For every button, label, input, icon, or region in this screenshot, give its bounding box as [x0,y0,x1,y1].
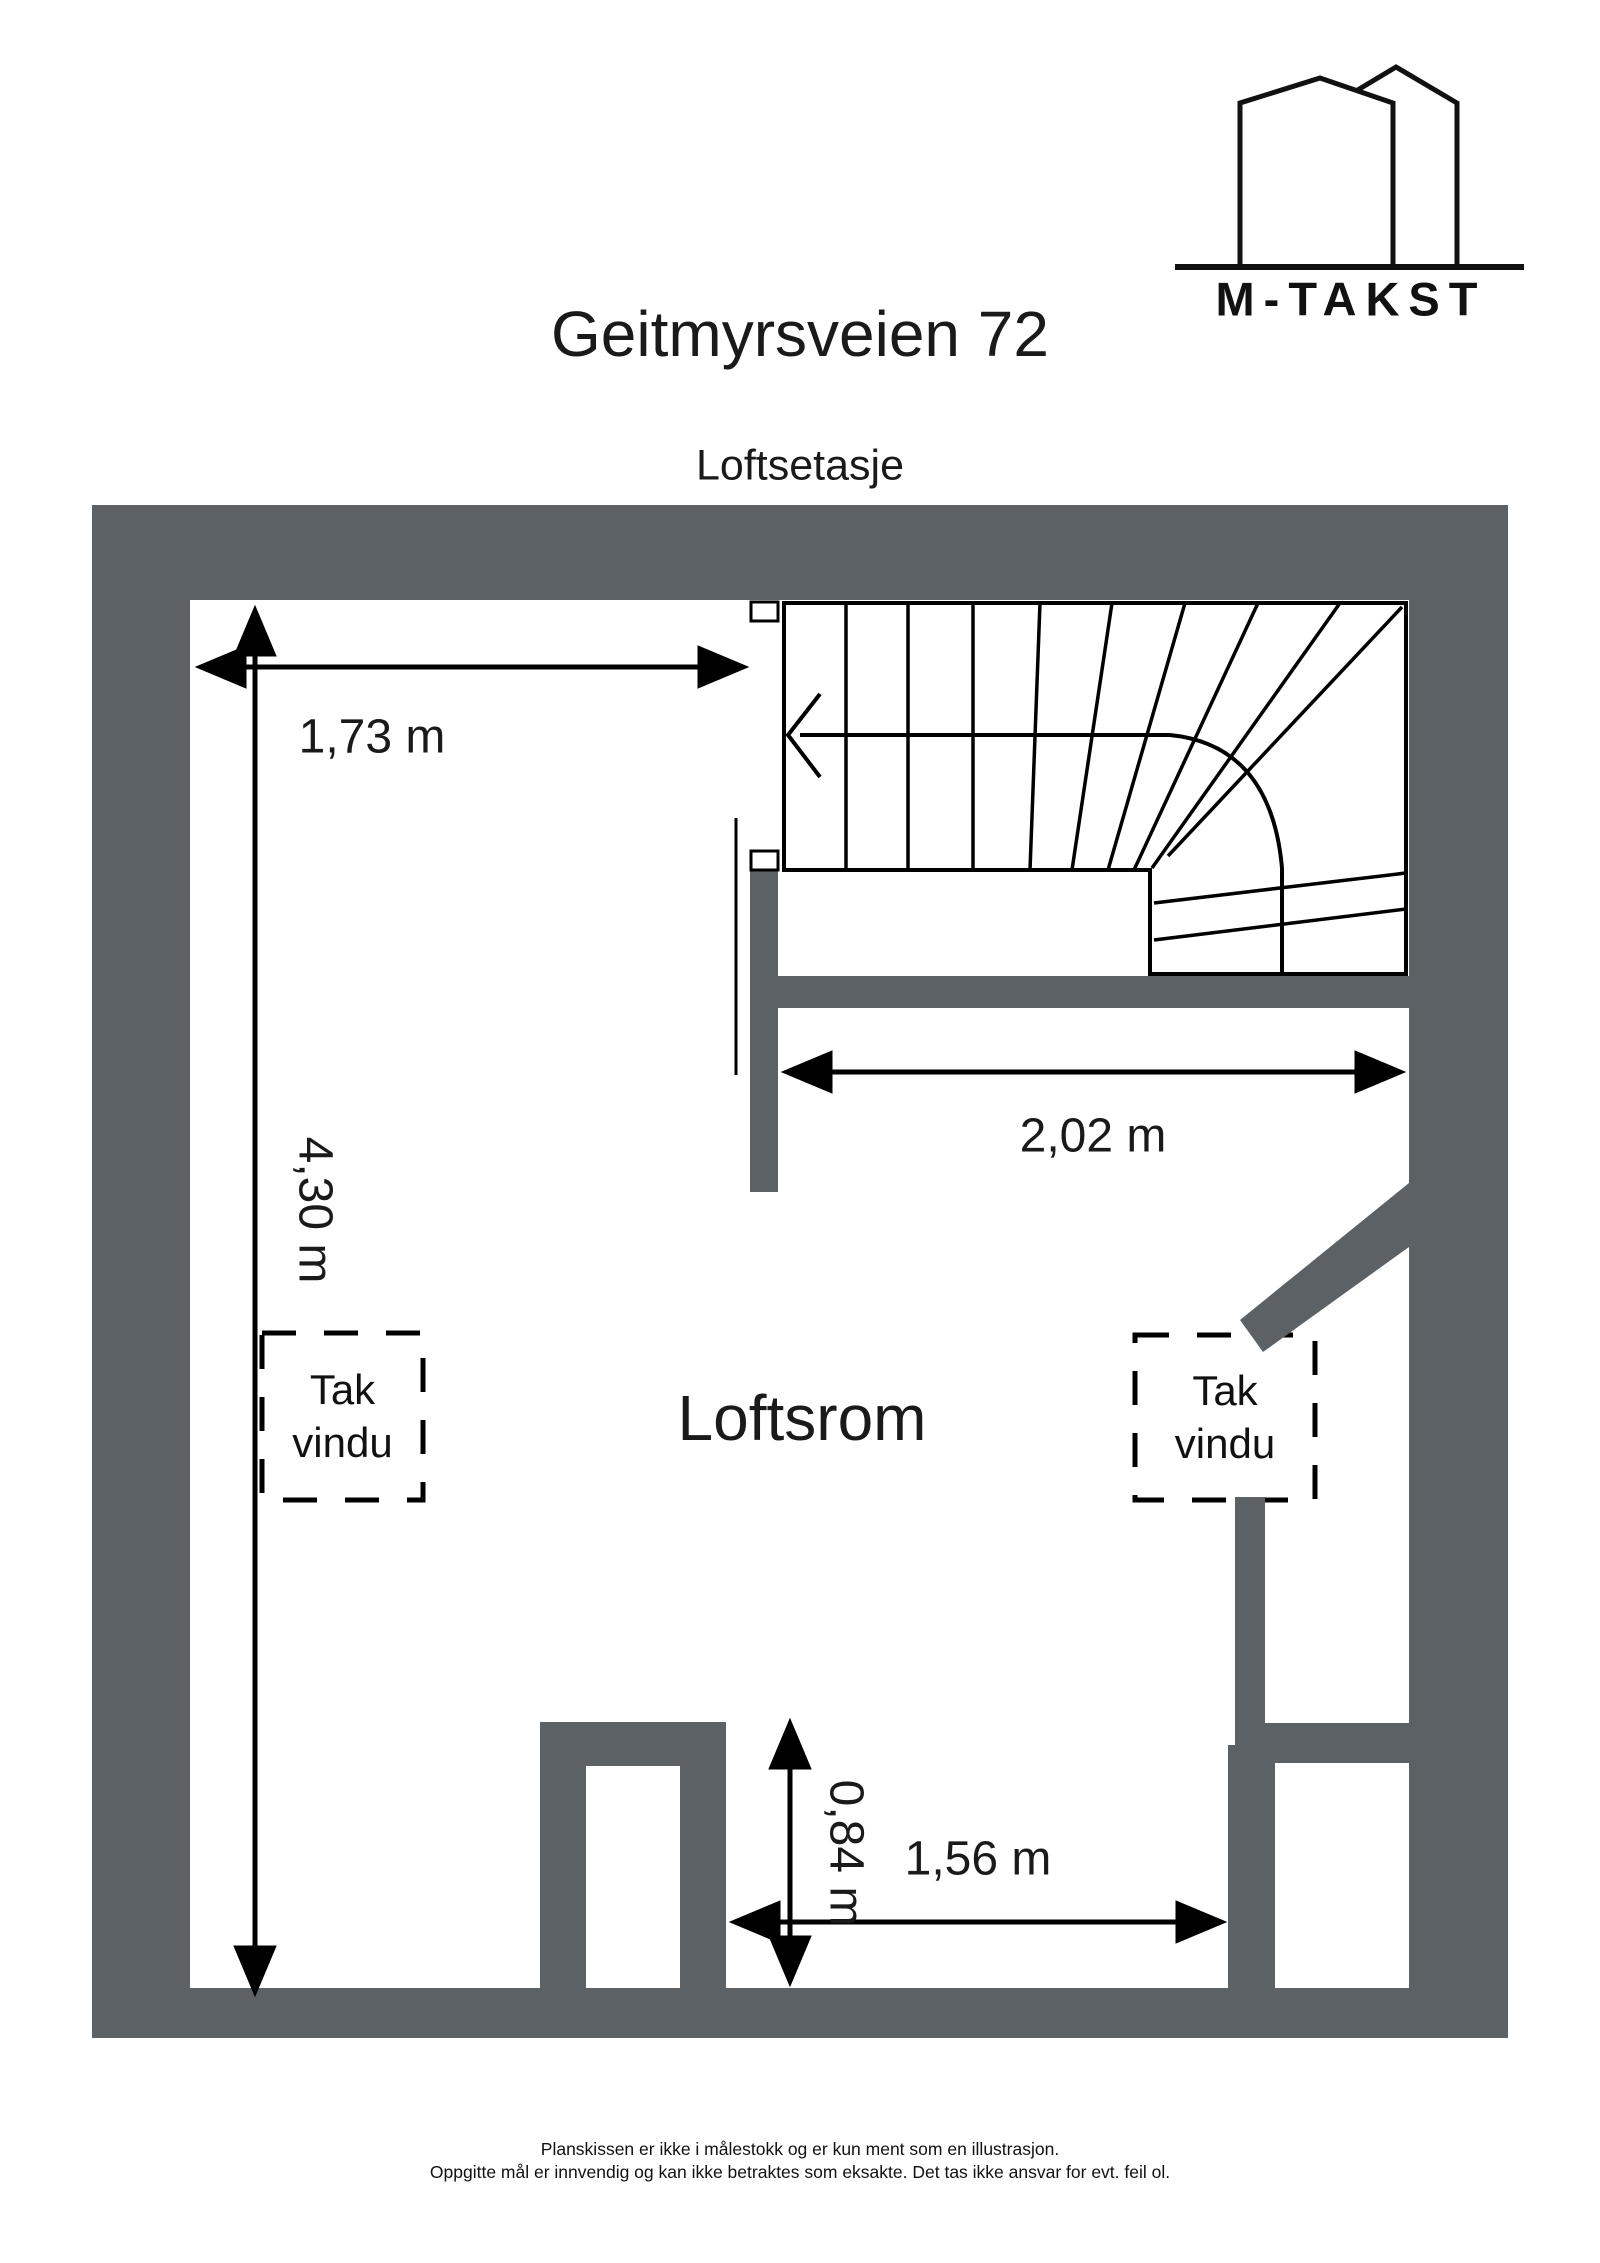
chimney-wall-right [680,1722,726,1988]
dim-label-niche-height: 0,84 m [819,1779,873,1927]
roof-window-label-line2: vindu [292,1418,393,1466]
door-jambs [749,600,780,872]
wall-bottom [92,1988,1508,2038]
logo-brand-text: M-TAKST [1215,272,1487,326]
dim-label-bottom-width: 1,56 m [904,1832,1052,1886]
stair-direction-arrow-icon [785,692,822,779]
dim-arrow-bottom-width [728,1900,1228,1944]
roof-window-label-line1: Tak [309,1366,376,1413]
wall-top [92,505,1508,600]
disclaimer-line2: Oppgitte mål er innvendig og kan ikke be… [429,2161,1171,2182]
roof-window-right-label: Tak vindu [1135,1335,1315,1500]
wall-right [1409,505,1508,2038]
dim-arrow-middle-width [780,1050,1407,1094]
disclaimer: Planskissen er ikke i målestokk og er ku… [0,2138,1600,2183]
room-label: Loftsrom [677,1382,927,1454]
dimension-arrows [194,604,1407,1998]
disclaimer-line1: Planskissen er ikke i målestokk og er ku… [540,2139,1060,2159]
dim-label-middle-width: 2,02 m [1019,1109,1167,1163]
dim-label-top-width: 1,73 m [298,710,446,764]
wall-stub-roofwindow [1235,1497,1265,1724]
roof-window-label-line2: vindu [1174,1419,1276,1467]
dim-arrow-niche-height [768,1717,812,1988]
dim-label-left-height: 4,30 m [288,1136,342,1284]
roof-window-left-label: Tak vindu [262,1333,423,1500]
wall-diagonal [1240,1183,1409,1352]
roof-window-left-box [259,1330,426,1503]
staircase [734,600,1408,1075]
logo-houses-icon [1175,64,1524,270]
dim-arrow-left-height [233,604,277,1998]
stair-outline [782,601,1408,976]
floor-title: Loftsetasje [696,441,904,490]
page-title: Geitmyrsveien 72 [551,298,1049,370]
niche-wall-left [1228,1745,1275,1988]
chimney-wall-left [540,1722,586,1988]
wall-left [92,505,190,2038]
roof-window-label-line1: Tak [1192,1367,1258,1414]
wall-stub-stair [750,870,778,1192]
wall-under-stair [750,976,1409,1008]
niche-wall-top [1235,1723,1409,1763]
roof-window-right-box [1132,1332,1318,1503]
stair-walkline [785,692,1284,972]
dim-arrow-top-width [194,645,750,689]
